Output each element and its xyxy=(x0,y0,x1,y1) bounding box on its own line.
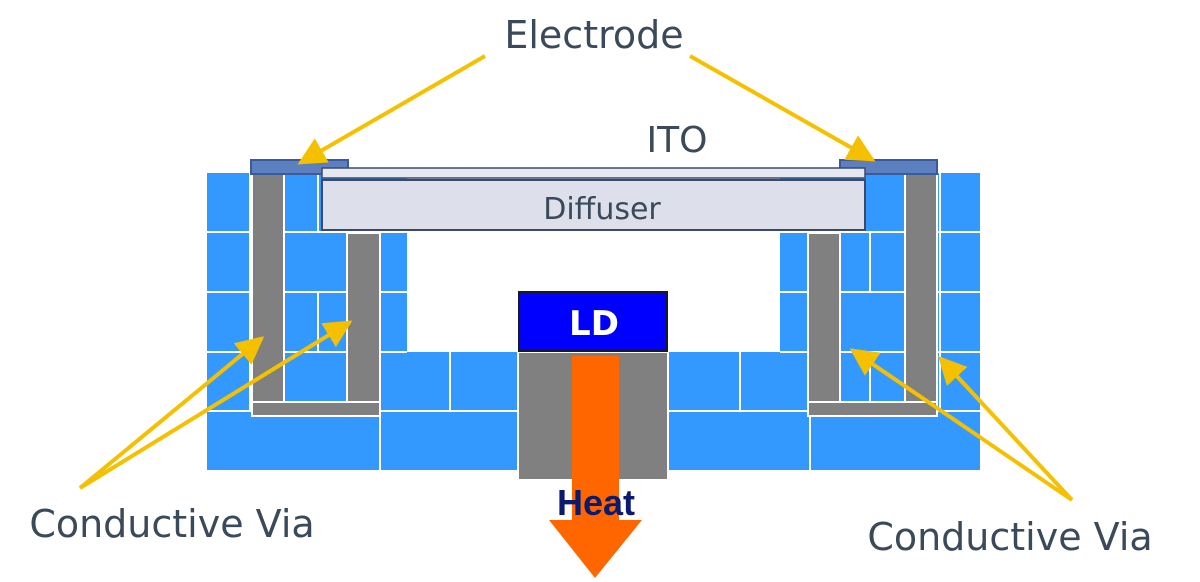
electrode-pointer-left xyxy=(297,54,487,165)
via-pointer-left-outer xyxy=(78,336,265,490)
electrode-pointer-right xyxy=(689,54,876,162)
ito-layer xyxy=(321,167,866,179)
conductive-via-right xyxy=(807,173,938,417)
diffuser-layer xyxy=(321,179,866,231)
ito-label: ITO xyxy=(647,120,708,161)
via-pointer-right-inner xyxy=(849,348,1074,502)
via-pointer-right-outer xyxy=(938,355,1074,502)
electrode-label: Electrode xyxy=(504,13,683,57)
via-pointer-left-inner xyxy=(78,320,353,490)
heat-arrow xyxy=(549,356,642,578)
ld-label: LD xyxy=(569,304,619,344)
conductive-via-right-label: Conductive Via xyxy=(867,515,1152,559)
pointer-arrows xyxy=(78,54,1074,502)
diffuser-label: Diffuser xyxy=(543,192,661,227)
conductive-via-left-label: Conductive Via xyxy=(29,502,314,546)
ld-chip xyxy=(518,291,668,352)
heat-label: Heat xyxy=(557,482,635,523)
